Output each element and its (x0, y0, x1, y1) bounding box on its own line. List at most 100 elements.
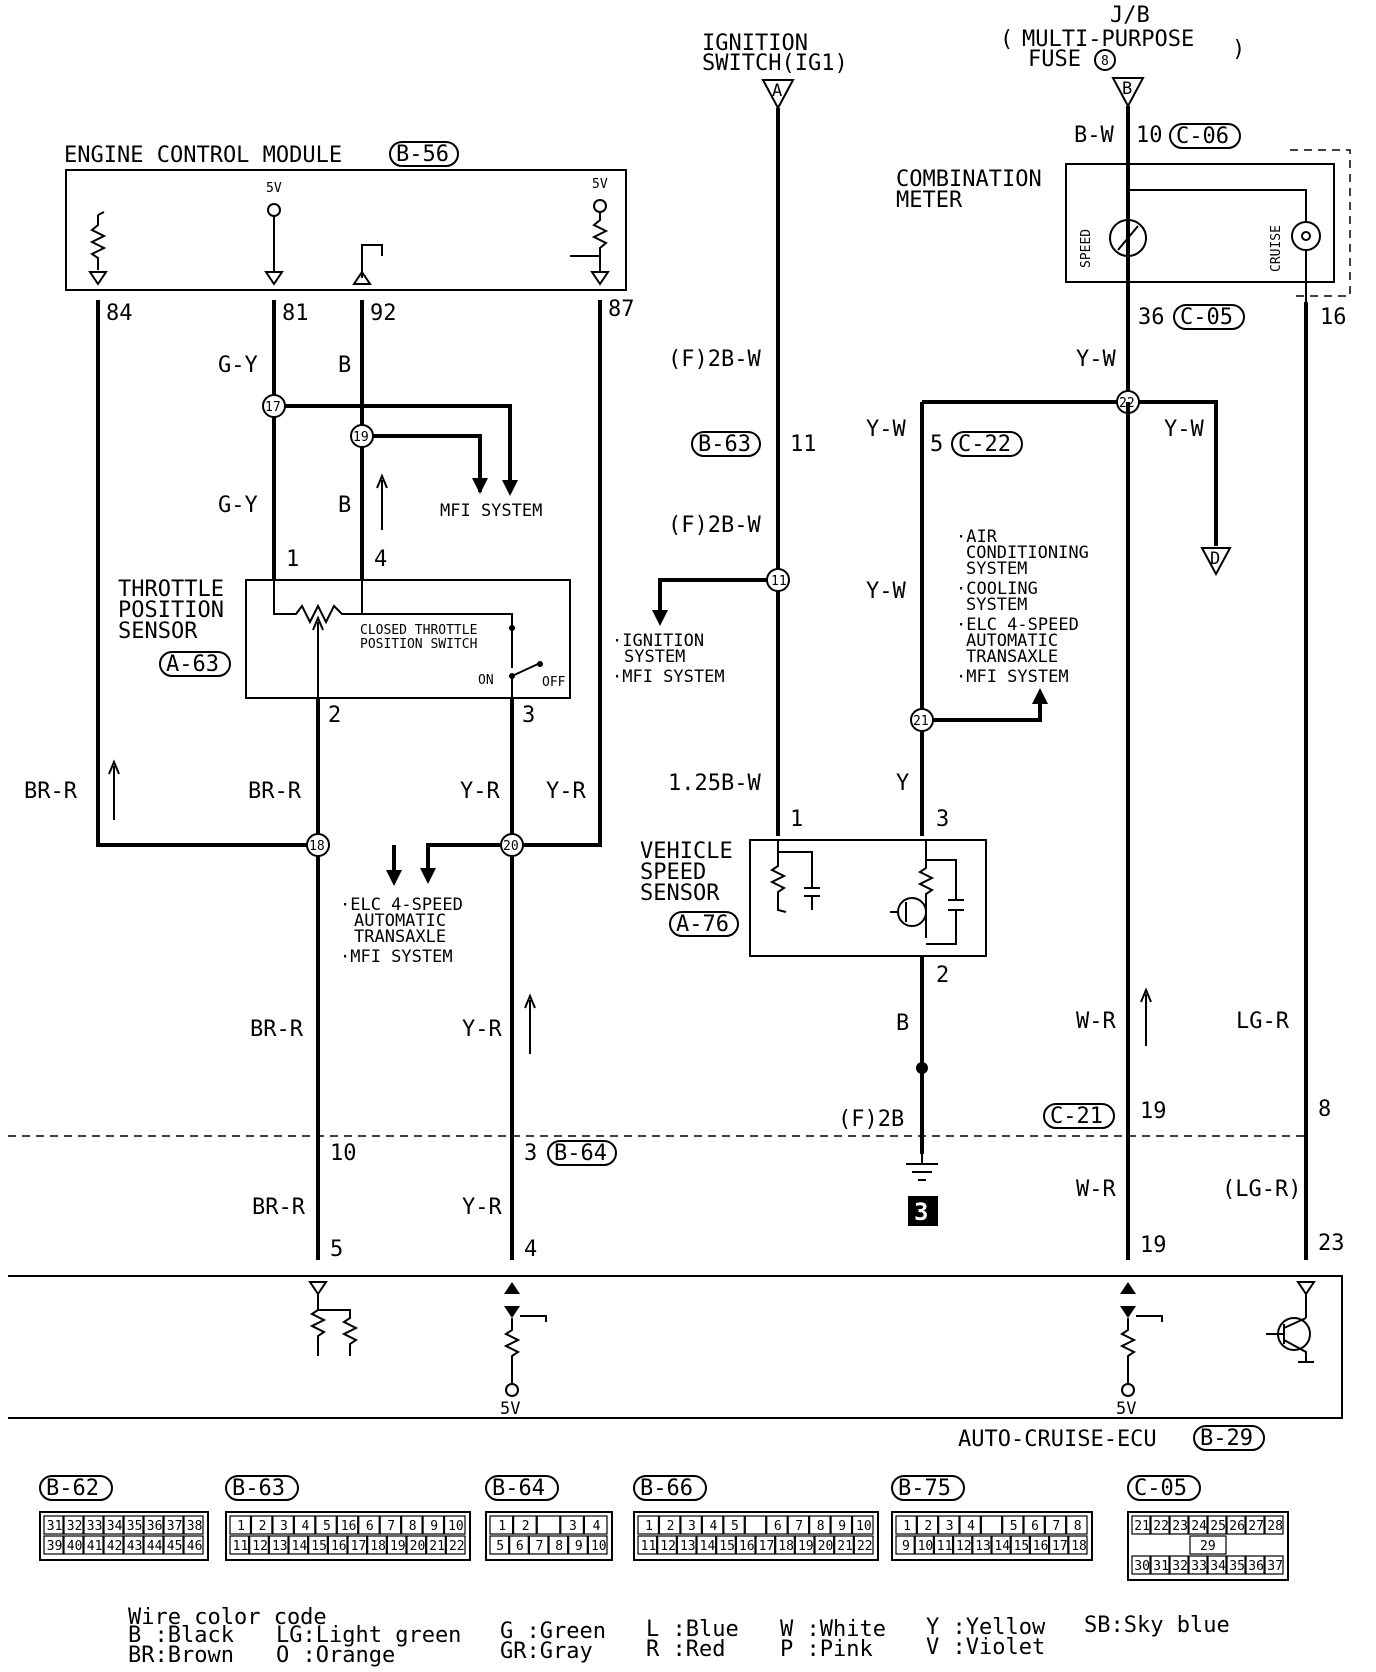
connector-pin-cell (123, 1515, 144, 1535)
connector-pin-cell (676, 1535, 697, 1555)
elc-note-1: ·ELC 4-SPEED (340, 895, 463, 915)
ecu-diode-19 (1119, 1315, 1163, 1384)
connector-pin-cell (63, 1515, 84, 1535)
c05-connector: C-05 (1180, 305, 1233, 330)
ecm-connector-badge (389, 141, 459, 167)
connector-pin-number: 1 (498, 1519, 506, 1534)
ac-note-2: CONDITIONING (966, 543, 1089, 563)
connector-pin-number: 5 (496, 1539, 504, 1554)
connector-pin-cell (766, 1515, 788, 1535)
legend-brown: BR:Brown (128, 1643, 234, 1668)
wire-label-brr-3: BR-R (250, 1017, 304, 1042)
vss-connector-badge (669, 911, 739, 937)
connector-pin-cell (1245, 1555, 1265, 1575)
wire-label-yr-1: Y-R (460, 779, 500, 804)
c06-connector-badge (1169, 123, 1241, 149)
connector-pin-number: 5 (1010, 1519, 1018, 1534)
connector-pin-cell (809, 1515, 831, 1535)
connector-pin-cell (386, 1535, 407, 1555)
c22-pin-5: 5 (930, 432, 943, 457)
mfi-system-note: MFI SYSTEM (440, 501, 542, 521)
connector-pin-number: 10 (448, 1519, 464, 1534)
vss-capacitor-1 (778, 851, 820, 910)
connector-pin-cell (1150, 1555, 1170, 1575)
connector-pin-cell (229, 1515, 252, 1535)
meter-dashed-section (1290, 149, 1351, 297)
ecm-5v-source-2 (593, 199, 607, 213)
connector-pin-cell (489, 1535, 510, 1555)
connector-pin-cell (358, 1515, 380, 1535)
connector-pin-number: 32 (1172, 1559, 1188, 1574)
wire-label-yr-2: Y-R (546, 779, 586, 804)
connector-pin-number: 3 (946, 1519, 954, 1534)
connector-pin-number: 8 (409, 1519, 417, 1534)
connector-pin-cell (787, 1515, 810, 1535)
connector-pin-number: 22 (857, 1539, 873, 1554)
connector-pin-cell (83, 1535, 104, 1555)
vss-title-2: SPEED (640, 860, 706, 885)
tps-pin-3: 3 (522, 703, 535, 728)
wire-label-brr-4: BR-R (252, 1195, 306, 1220)
svg-text:21: 21 (913, 714, 929, 729)
connector-pin-cell (315, 1515, 337, 1535)
ecu-title: AUTO-CRUISE-ECU (958, 1427, 1157, 1452)
connector-pin-cell (814, 1535, 835, 1555)
connector-pin-cell (587, 1535, 608, 1555)
connector-pin-number: 12 (252, 1539, 268, 1554)
vss-title-3: SENSOR (640, 881, 720, 906)
connector-pin-number: 7 (795, 1519, 803, 1534)
vss-pin-1: 1 (790, 807, 803, 832)
elc-note-2: AUTOMATIC (354, 911, 446, 931)
ecu-connector-badge (1193, 1425, 1265, 1451)
b64-connector-badge (547, 1140, 617, 1166)
connector-pin-number: 26 (1229, 1519, 1245, 1534)
connector-pin-number: 14 (700, 1539, 716, 1554)
connector-pin-number: 12 (660, 1539, 676, 1554)
connector-pin-cell (268, 1535, 289, 1555)
connector-face-body (485, 1511, 613, 1561)
connector-pin-cell (336, 1515, 359, 1535)
connector-pin-cell (1150, 1515, 1170, 1535)
connector-pin-number: 18 (370, 1539, 386, 1554)
connector-face-body (225, 1511, 471, 1561)
c06-connector: C-06 (1176, 124, 1229, 149)
tps-title-1: THROTTLE (118, 577, 224, 602)
connector-pin-number: 3 (688, 1519, 696, 1534)
connector-pin-number: 37 (167, 1519, 183, 1534)
c22-connector: C-22 (958, 432, 1011, 457)
connector-pin-number: 24 (1191, 1519, 1207, 1534)
vss-pin-2: 2 (936, 963, 949, 988)
vss-resistor (769, 840, 787, 913)
connector-pin-cell (1131, 1555, 1151, 1575)
connector-face-badge (225, 1475, 299, 1501)
ecm-5v-1: 5V (266, 181, 282, 196)
connector-a-triangle (761, 79, 795, 111)
connector-pin-cell (1023, 1515, 1045, 1535)
connector-pin-number: 1 (903, 1519, 911, 1534)
ecm-pin-87: 87 (608, 297, 635, 322)
connector-pin-cell (63, 1535, 84, 1555)
connector-pin-cell (183, 1515, 204, 1535)
ecu-5v-2: 5V (1116, 1399, 1136, 1419)
connector-pin-number: 17 (759, 1539, 775, 1554)
jb-paren-open: ( (1000, 27, 1013, 52)
ecu-pin-4: 4 (524, 1237, 537, 1262)
connector-pin-number: 34 (107, 1519, 123, 1534)
ecm-connector: B-56 (396, 142, 449, 167)
connector-pin-number: 40 (67, 1539, 83, 1554)
connector-pin-cell (735, 1535, 756, 1555)
connector-pin-number: 22 (1153, 1519, 1169, 1534)
wire-label-lgr-1: LG-R (1236, 1009, 1290, 1034)
connector-face-id: B-62 (46, 1476, 99, 1501)
splice-ground (916, 1062, 928, 1074)
connector-pin-cell (1066, 1515, 1088, 1535)
connector-pin-number: 16 (341, 1519, 357, 1534)
connector-pin-number: 10 (856, 1519, 872, 1534)
ecu-pin-23: 23 (1318, 1231, 1345, 1256)
connector-pin-cell (895, 1535, 915, 1555)
connector-pin-number: 11 (937, 1539, 953, 1554)
connector-pin-cell (1188, 1555, 1208, 1575)
connector-pin-number: 14 (994, 1539, 1010, 1554)
connector-pin-number: 42 (107, 1539, 123, 1554)
connector-pin-number: 2 (259, 1519, 267, 1534)
